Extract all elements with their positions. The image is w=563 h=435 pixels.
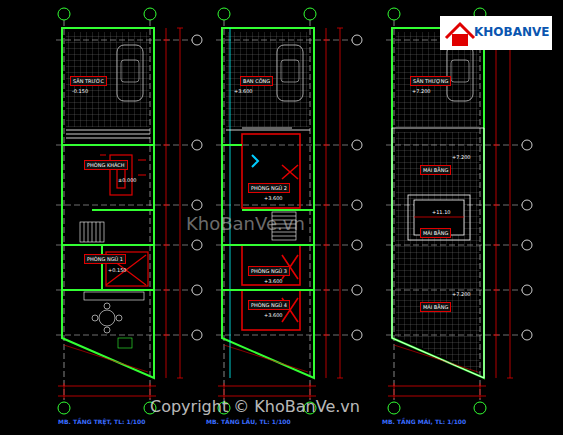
level-mark: +7.200: [412, 89, 431, 95]
room-name: PHÒNG NGỦ 2: [251, 185, 287, 191]
level-mark: +3.600: [234, 89, 253, 95]
room-tag: MÁI BẰNG: [420, 302, 451, 312]
level-mark: +11.10: [432, 210, 451, 216]
room-tag: SÂN THƯỢNG: [410, 76, 451, 86]
room-tag: SÂN TRƯỚC: [70, 76, 107, 86]
level-mark: +7.200: [452, 292, 471, 298]
room-tag: MÁI BẰNG: [420, 165, 451, 175]
plan-title: MB. TẦNG MÁI, TL: 1/100: [382, 419, 466, 426]
room-name: SÂN TRƯỚC: [73, 78, 104, 84]
level-mark: +3.600: [264, 196, 283, 202]
level-mark: +7.200: [452, 155, 471, 161]
level-mark: -0.150: [72, 89, 88, 95]
room-tag: PHÒNG NGỦ 2: [248, 183, 290, 193]
level-mark: +3.600: [264, 279, 283, 285]
room-tag: PHÒNG NGỦ 4: [248, 300, 290, 310]
room-name: MÁI BẰNG: [423, 230, 448, 236]
room-name: PHÒNG NGỦ 4: [251, 302, 287, 308]
room-tag: PHÒNG NGỦ 3: [248, 266, 290, 276]
level-mark: +3.600: [264, 313, 283, 319]
room-name: BAN CÔNG: [243, 78, 270, 84]
logo-text: KHOBANVE: [474, 26, 550, 39]
room-name: MÁI BẰNG: [423, 304, 448, 310]
room-tag: PHÒNG NGỦ 1: [84, 254, 126, 264]
room-name: SÂN THƯỢNG: [413, 78, 448, 84]
room-tag: BAN CÔNG: [240, 76, 273, 86]
plan-title: MB. TẦNG TRỆT, TL: 1/100: [58, 419, 145, 426]
copyright: Copyright © KhoBanVe.vn: [150, 398, 360, 416]
room-name: MÁI BẰNG: [423, 167, 448, 173]
plan-title: MB. TẦNG LẦU, TL: 1/100: [206, 419, 291, 426]
watermark: KhoBanVe.vn: [186, 214, 305, 234]
room-name: PHÒNG NGỦ 1: [87, 256, 123, 262]
level-mark: ±0.000: [118, 178, 137, 184]
room-name: PHÒNG NGỦ 3: [251, 268, 287, 274]
level-mark: +0.150: [108, 268, 127, 274]
room-tag: MÁI BẰNG: [420, 228, 451, 238]
room-name: PHÒNG KHÁCH: [87, 162, 125, 168]
room-tag: PHÒNG KHÁCH: [84, 160, 128, 170]
